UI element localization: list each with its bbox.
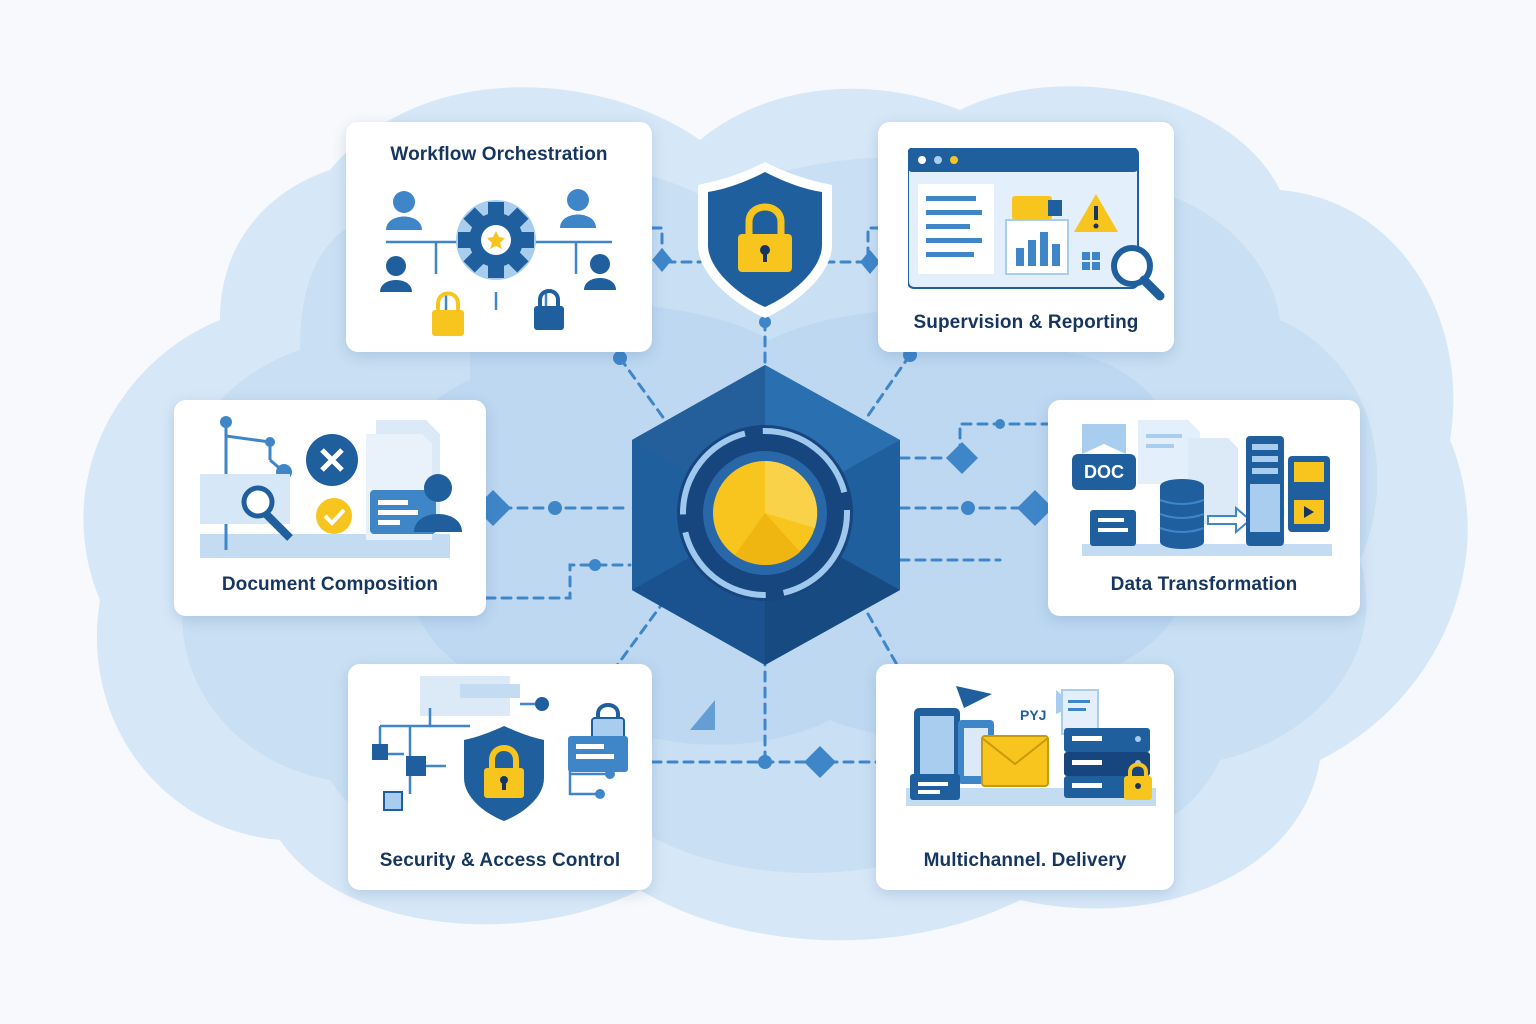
shield-lock-icon bbox=[372, 676, 628, 824]
card-title: Multichannel. Delivery bbox=[923, 850, 1127, 871]
top-shield-lock-icon bbox=[698, 162, 832, 318]
card-multichannel-delivery[interactable]: PYJ Multichannel. Delivery bbox=[876, 664, 1174, 890]
tag-label: PYJ bbox=[1020, 707, 1046, 723]
dashboard-search-icon bbox=[908, 148, 1165, 301]
central-hub-hexagon-icon bbox=[632, 365, 900, 665]
doc-badge-label: DOC bbox=[1084, 462, 1124, 482]
card-security-access-control[interactable]: Security & Access Control bbox=[348, 664, 652, 890]
card-title: Document Composition bbox=[221, 574, 439, 595]
card-data-transformation[interactable]: DOC Data Transformation bbox=[1048, 400, 1360, 616]
card-title: Security & Access Control bbox=[379, 850, 621, 871]
card-workflow-orchestration[interactable]: Workflow Orchestration bbox=[346, 122, 652, 352]
gear-people-icon bbox=[380, 189, 616, 336]
document-check-icon bbox=[200, 416, 462, 558]
card-supervision-reporting[interactable]: Supervision & Reporting bbox=[878, 122, 1174, 352]
database-convert-icon: DOC bbox=[1072, 420, 1332, 556]
card-title: Workflow Orchestration bbox=[390, 144, 608, 165]
card-document-composition[interactable]: Document Composition bbox=[174, 400, 486, 616]
card-title: Supervision & Reporting bbox=[913, 312, 1139, 333]
devices-mail-icon: PYJ bbox=[906, 686, 1156, 806]
card-title: Data Transformation bbox=[1110, 574, 1298, 595]
